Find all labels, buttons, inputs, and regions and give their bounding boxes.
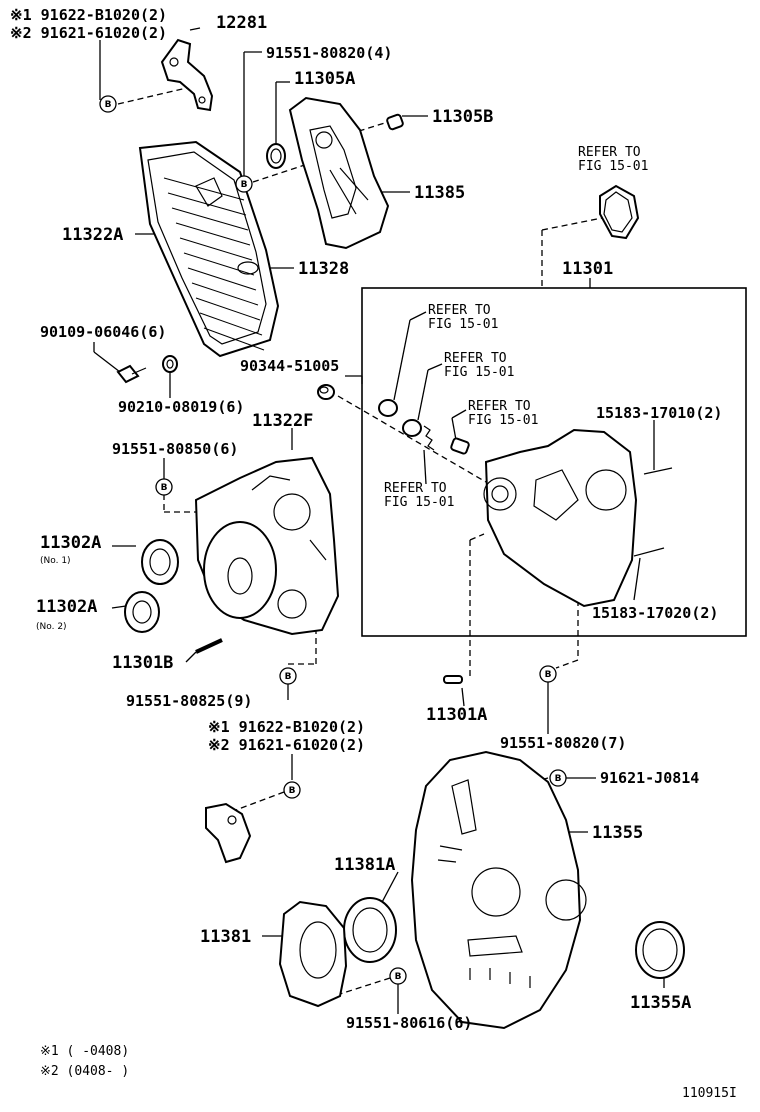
oil-seal-11302a-no1-drawing [141, 539, 179, 585]
bolt-marker-5: B [539, 665, 557, 683]
footnote-1: ※1 ( -0408) [40, 1044, 129, 1059]
hatch-line [195, 297, 261, 321]
hatch-line [175, 222, 251, 246]
bolt-marker-4: B [279, 667, 297, 685]
cover-plate-11385-drawing [288, 96, 390, 250]
label-91551-80820-7: 91551-80820(7) [500, 734, 626, 752]
label-11328: 11328 [298, 259, 349, 279]
svg-text:B: B [555, 774, 562, 784]
ref-c-line1: REFER TO [468, 399, 531, 414]
ref-c-line2: FIG 15-01 [468, 413, 538, 428]
label-90210: 90210-08019(6) [118, 398, 244, 416]
gasket-ref-top-drawing [599, 184, 640, 240]
oil-seal-11305a-drawing [266, 143, 286, 169]
label-11322a: 11322A [62, 225, 123, 245]
label-11301: 11301 [562, 259, 613, 279]
plug-90344-drawing [317, 384, 335, 400]
ref-d-line1: REFER TO [384, 481, 447, 496]
label-11302a-no1: 11302A [40, 533, 101, 553]
bracket-12281-drawing [160, 38, 214, 112]
svg-text:B: B [161, 483, 168, 493]
bolt-marker-7: B [549, 769, 567, 787]
label-11385: 11385 [414, 183, 465, 203]
label-90109: 90109-06046(6) [40, 323, 166, 341]
label-11301a: 11301A [426, 705, 487, 725]
oil-seal-11381a-drawing [343, 897, 397, 963]
bolt-marker-3: B [155, 478, 173, 496]
hatch-line [171, 207, 249, 231]
label-11355a: 11355A [630, 993, 691, 1013]
svg-text:B: B [241, 180, 248, 190]
svg-text:B: B [545, 670, 552, 680]
ref-top-line1: REFER TO [578, 145, 641, 160]
label-91621-61020-top: ※2 91621-61020(2) [10, 24, 167, 42]
label-91622-b1020-top: ※1 91622-B1020(2) [10, 6, 167, 24]
svg-text:B: B [285, 672, 292, 682]
label-15183-17010: 15183-17010(2) [596, 404, 722, 422]
svg-text:B: B [395, 972, 402, 982]
footnote-2: ※2 (0408- ) [40, 1064, 129, 1079]
bolt-marker-2: B [235, 175, 253, 193]
hatch-line [163, 177, 245, 201]
timing-cover-11322a-drawing [138, 140, 280, 358]
end-plate-11355-drawing [410, 750, 587, 1030]
ref-d-line2: FIG 15-01 [384, 495, 454, 510]
bracket-mid-drawing [205, 802, 252, 864]
timing-cover-11322f-drawing [194, 456, 340, 636]
figure-id: 110915I [682, 1086, 737, 1101]
label-91551-80825: 91551-80825(9) [126, 692, 252, 710]
label-91621-61020-mid: ※2 91621-61020(2) [208, 736, 365, 754]
label-91551-80820-4: 91551-80820(4) [266, 44, 392, 62]
hatch-line [179, 237, 253, 261]
label-11381a: 11381A [334, 855, 395, 875]
label-11305b: 11305B [432, 107, 493, 127]
pin-11301b-drawing [195, 638, 223, 654]
bolt-marker-1: B [99, 95, 117, 113]
pin-11301a-drawing [443, 675, 463, 684]
label-11322f: 11322F [252, 411, 313, 431]
hatch-line [187, 267, 257, 291]
label-11355: 11355 [592, 823, 643, 843]
svg-text:B: B [289, 786, 296, 796]
label-90344: 90344-51005 [240, 357, 339, 375]
label-11302a-no1-sub: (No. 1) [40, 556, 71, 566]
svg-text:B: B [105, 100, 112, 110]
ref-top-line2: FIG 15-01 [578, 159, 648, 174]
bolt-marker-8: B [389, 967, 407, 985]
ref-a-line2: FIG 15-01 [428, 317, 498, 332]
retainer-11381-drawing [278, 900, 348, 1008]
ref-b-line1: REFER TO [444, 351, 507, 366]
label-11301b: 11301B [112, 653, 173, 673]
label-91551-80616: 91551-80616(6) [346, 1014, 472, 1032]
label-15183-17020: 15183-17020(2) [592, 604, 718, 622]
ref-a-line1: REFER TO [428, 303, 491, 318]
hatch-line [191, 282, 259, 306]
assembly-box-11301 [361, 287, 747, 637]
label-11302a-no2: 11302A [36, 597, 97, 617]
label-91622-b1020-mid: ※1 91622-B1020(2) [208, 718, 365, 736]
oil-seal-11302a-no2-drawing [124, 591, 160, 633]
label-11305a: 11305A [294, 69, 355, 89]
ref-b-line2: FIG 15-01 [444, 365, 514, 380]
label-11302a-no2-sub: (No. 2) [36, 622, 67, 632]
hatch-line [199, 312, 263, 336]
internal-parts-drawing [378, 399, 470, 455]
plug-11305b-drawing [386, 113, 404, 131]
label-91621-j0814: 91621-J0814 [600, 769, 699, 787]
washer-90210-drawing [162, 355, 178, 373]
chain-case-11301-drawing [483, 428, 673, 608]
bolt-90109-drawing [116, 364, 147, 384]
hatch-line [203, 327, 265, 351]
bolt-marker-6: B [283, 781, 301, 799]
label-91551-80850: 91551-80850(6) [112, 440, 238, 458]
label-12281: 12281 [216, 13, 267, 33]
label-11381: 11381 [200, 927, 251, 947]
cap-11355a-drawing [635, 921, 685, 979]
hatch-line [183, 252, 255, 276]
